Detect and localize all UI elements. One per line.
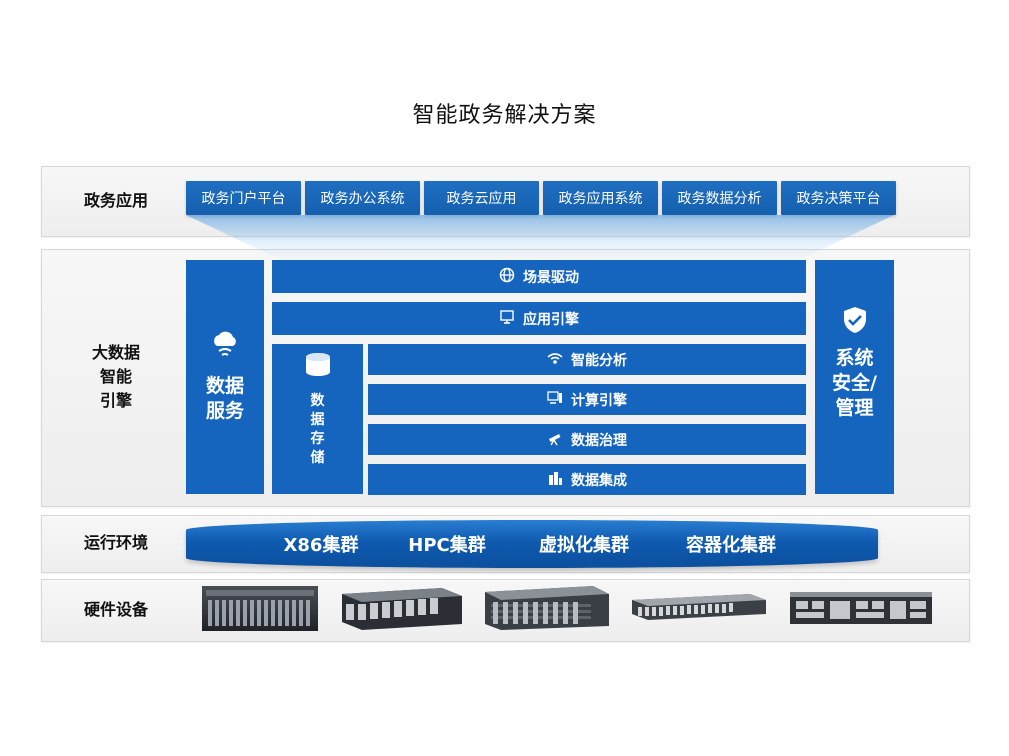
monitor-icon	[499, 309, 515, 329]
runtime-clusters: X86集群 HPC集群 虚拟化集群 容器化集群	[186, 520, 878, 568]
bar-data-integration: 数据集成	[368, 464, 806, 495]
layer-label-runtime: 运行环境	[83, 533, 148, 552]
server-image-2	[342, 586, 462, 634]
app-cloud[interactable]: 政务云应用	[424, 181, 539, 215]
security-block: 系统 安全/ 管理	[815, 260, 894, 494]
shield-check-icon	[842, 306, 868, 338]
data-storage-label: 数据存储	[310, 393, 325, 466]
cluster-virtualization: 虚拟化集群	[539, 535, 629, 556]
app-system[interactable]: 政务应用系统	[543, 181, 658, 215]
bar-label: 场景驱动	[523, 269, 579, 286]
app-office[interactable]: 政务办公系统	[305, 181, 420, 215]
bar-compute-engine: 计算引擎	[368, 384, 806, 415]
data-storage-block: 数据存储	[272, 344, 363, 494]
wifi-brain-icon	[547, 350, 563, 370]
app-analysis[interactable]: 政务数据分析	[662, 181, 777, 215]
data-service-block: 数据 服务	[186, 260, 264, 494]
server-image-4	[632, 592, 766, 626]
apps-glow	[186, 215, 894, 262]
bar-app-engine: 应用引擎	[272, 302, 806, 335]
globe-icon	[499, 267, 515, 287]
cluster-x86: X86集群	[283, 535, 359, 556]
telescope-icon	[547, 430, 563, 450]
bar-intelligent-analysis: 智能分析	[368, 344, 806, 375]
bar-label: 应用引擎	[523, 311, 579, 328]
computer-icon	[547, 390, 563, 410]
bar-label: 数据治理	[571, 432, 627, 449]
layer-label-engine: 大数据 智能 引擎	[91, 343, 140, 410]
cluster-container: 容器化集群	[686, 535, 776, 556]
bar-label: 计算引擎	[571, 392, 627, 409]
server-image-1	[202, 586, 318, 635]
app-portal[interactable]: 政务门户平台	[186, 181, 301, 215]
layer-label-apps: 政务应用	[83, 190, 148, 210]
app-decision[interactable]: 政务决策平台	[781, 181, 896, 215]
security-label: 系统 安全/ 管理	[832, 347, 877, 419]
page-title: 智能政务解决方案	[412, 103, 597, 128]
database-icon	[304, 352, 332, 382]
cluster-hpc: HPC集群	[408, 535, 486, 556]
layer-label-hardware: 硬件设备	[83, 599, 148, 619]
bar-scenario-driven: 场景驱动	[272, 260, 806, 293]
bar-label: 智能分析	[571, 352, 627, 369]
bar-label: 数据集成	[571, 472, 627, 489]
server-image-5	[790, 590, 932, 630]
server-image-3	[485, 586, 609, 634]
bar-data-governance: 数据治理	[368, 424, 806, 455]
buildings-icon	[547, 470, 563, 490]
data-service-label: 数据 服务	[205, 375, 244, 422]
cloud-wifi-icon	[208, 330, 242, 364]
